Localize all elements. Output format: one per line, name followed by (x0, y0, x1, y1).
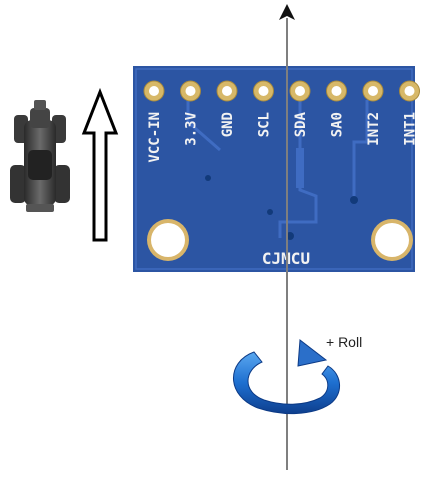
roll-label: + Roll (326, 334, 362, 350)
pin-hole (186, 86, 196, 96)
forward-arrow-icon (84, 92, 116, 240)
sensor-board: VCC-IN3.3VGNDSCLSDASA0INT2INT1 CJMCU (133, 66, 420, 272)
pin-hole (405, 86, 415, 96)
pin-label-sa0: SA0 (330, 112, 346, 137)
pin-label-gnd: GND (220, 112, 236, 137)
pin-label-vcc-in: VCC-IN (147, 112, 163, 163)
axis-arrowhead-icon (279, 4, 295, 20)
pin-hole (368, 86, 378, 96)
pin-label-int1: INT1 (403, 112, 419, 146)
pin-hole (295, 86, 305, 96)
pin-hole (332, 86, 342, 96)
pin-label-scl: SCL (257, 112, 273, 137)
vehicle-icon (10, 100, 70, 212)
pin-hole (259, 86, 269, 96)
pin-label-sda: SDA (293, 111, 309, 137)
pin-hole (149, 86, 159, 96)
pin-label-3-3v: 3.3V (184, 111, 200, 145)
pin-hole (222, 86, 232, 96)
pin-label-int2: INT2 (366, 112, 382, 146)
